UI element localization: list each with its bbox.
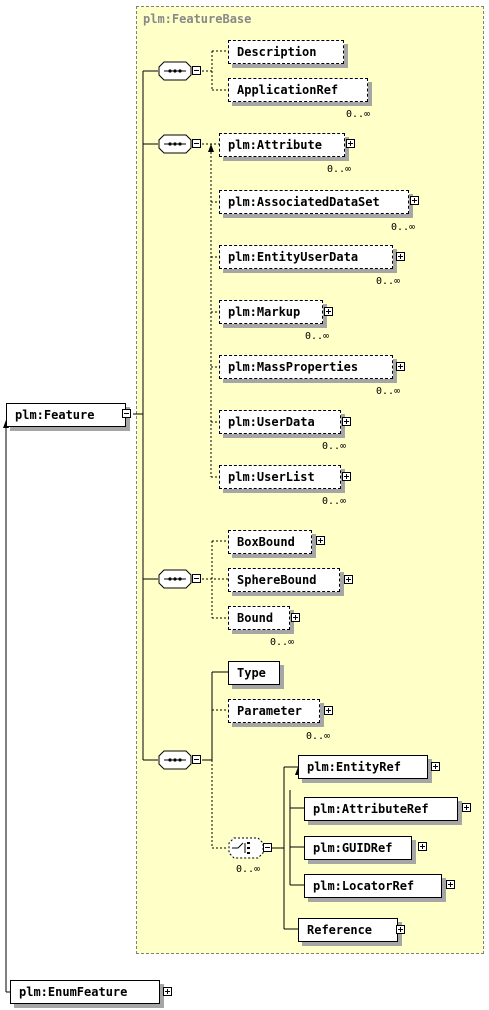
cardinality: 0..∞ <box>376 276 401 287</box>
description-element[interactable]: Description <box>228 40 344 64</box>
collapse-icon[interactable] <box>192 66 201 75</box>
expand-icon[interactable] <box>396 925 405 934</box>
expand-icon[interactable] <box>342 417 351 426</box>
cardinality: 0..∞ <box>376 386 401 397</box>
attribute-element[interactable]: plm:Attribute <box>219 133 345 157</box>
expand-icon[interactable] <box>346 139 355 148</box>
expand-icon[interactable] <box>431 762 440 771</box>
feature-label: plm:Feature <box>15 408 95 422</box>
guidref-element[interactable]: plm:GUIDRef <box>304 836 412 860</box>
reference-element[interactable]: Reference <box>298 918 398 942</box>
collapse-icon[interactable] <box>263 843 272 852</box>
boxbound-element[interactable]: BoxBound <box>228 530 312 554</box>
cardinality: 0..∞ <box>236 864 261 875</box>
expand-icon[interactable] <box>291 613 300 622</box>
expand-icon[interactable] <box>446 880 455 889</box>
applicationref-element[interactable]: ApplicationRef <box>228 78 368 102</box>
cardinality: 0..∞ <box>391 222 416 233</box>
expand-icon[interactable] <box>324 307 333 316</box>
cardinality: 0..∞ <box>346 109 371 120</box>
expand-icon[interactable] <box>418 842 427 851</box>
collapse-icon[interactable] <box>192 139 201 148</box>
type-element[interactable]: Type <box>228 661 280 685</box>
expand-icon[interactable] <box>163 987 172 996</box>
enumfeature-element[interactable]: plm:EnumFeature <box>10 980 160 1004</box>
bound-element[interactable]: Bound <box>228 606 290 630</box>
entityref-element[interactable]: plm:EntityRef <box>298 755 428 779</box>
expand-icon[interactable] <box>396 252 405 261</box>
expand-icon[interactable] <box>396 362 405 371</box>
expand-icon[interactable] <box>410 196 419 205</box>
cardinality: 0..∞ <box>306 731 331 742</box>
spherebound-element[interactable]: SphereBound <box>228 568 340 592</box>
group-label: plm:FeatureBase <box>143 12 252 26</box>
cardinality: 0..∞ <box>322 441 347 452</box>
cardinality: 0..∞ <box>322 496 347 507</box>
locatorref-element[interactable]: plm:LocatorRef <box>304 874 442 898</box>
attributeref-element[interactable]: plm:AttributeRef <box>304 797 458 821</box>
expand-icon[interactable] <box>462 803 471 812</box>
userlist-element[interactable]: plm:UserList <box>219 465 341 489</box>
userdata-element[interactable]: plm:UserData <box>219 410 341 434</box>
sequence-compositor-1[interactable] <box>158 61 192 81</box>
entityuserdata-element[interactable]: plm:EntityUserData <box>219 245 393 269</box>
sequence-compositor-2[interactable] <box>158 134 192 154</box>
massproperties-element[interactable]: plm:MassProperties <box>219 355 393 379</box>
collapse-icon[interactable] <box>122 409 131 418</box>
cardinality: 0..∞ <box>327 164 352 175</box>
expand-icon[interactable] <box>316 536 325 545</box>
sequence-compositor-4[interactable] <box>158 750 192 770</box>
parameter-element[interactable]: Parameter <box>228 699 320 723</box>
feature-element[interactable]: plm:Feature <box>6 403 126 427</box>
collapse-icon[interactable] <box>192 574 201 583</box>
expand-icon[interactable] <box>344 575 353 584</box>
cardinality: 0..∞ <box>305 331 330 342</box>
sequence-compositor-3[interactable] <box>158 569 192 589</box>
choice-compositor[interactable] <box>228 837 264 859</box>
collapse-icon[interactable] <box>192 755 201 764</box>
expand-icon[interactable] <box>324 706 333 715</box>
associateddataset-element[interactable]: plm:AssociatedDataSet <box>219 190 409 214</box>
markup-element[interactable]: plm:Markup <box>219 300 323 324</box>
cardinality: 0..∞ <box>270 637 295 648</box>
expand-icon[interactable] <box>342 472 351 481</box>
